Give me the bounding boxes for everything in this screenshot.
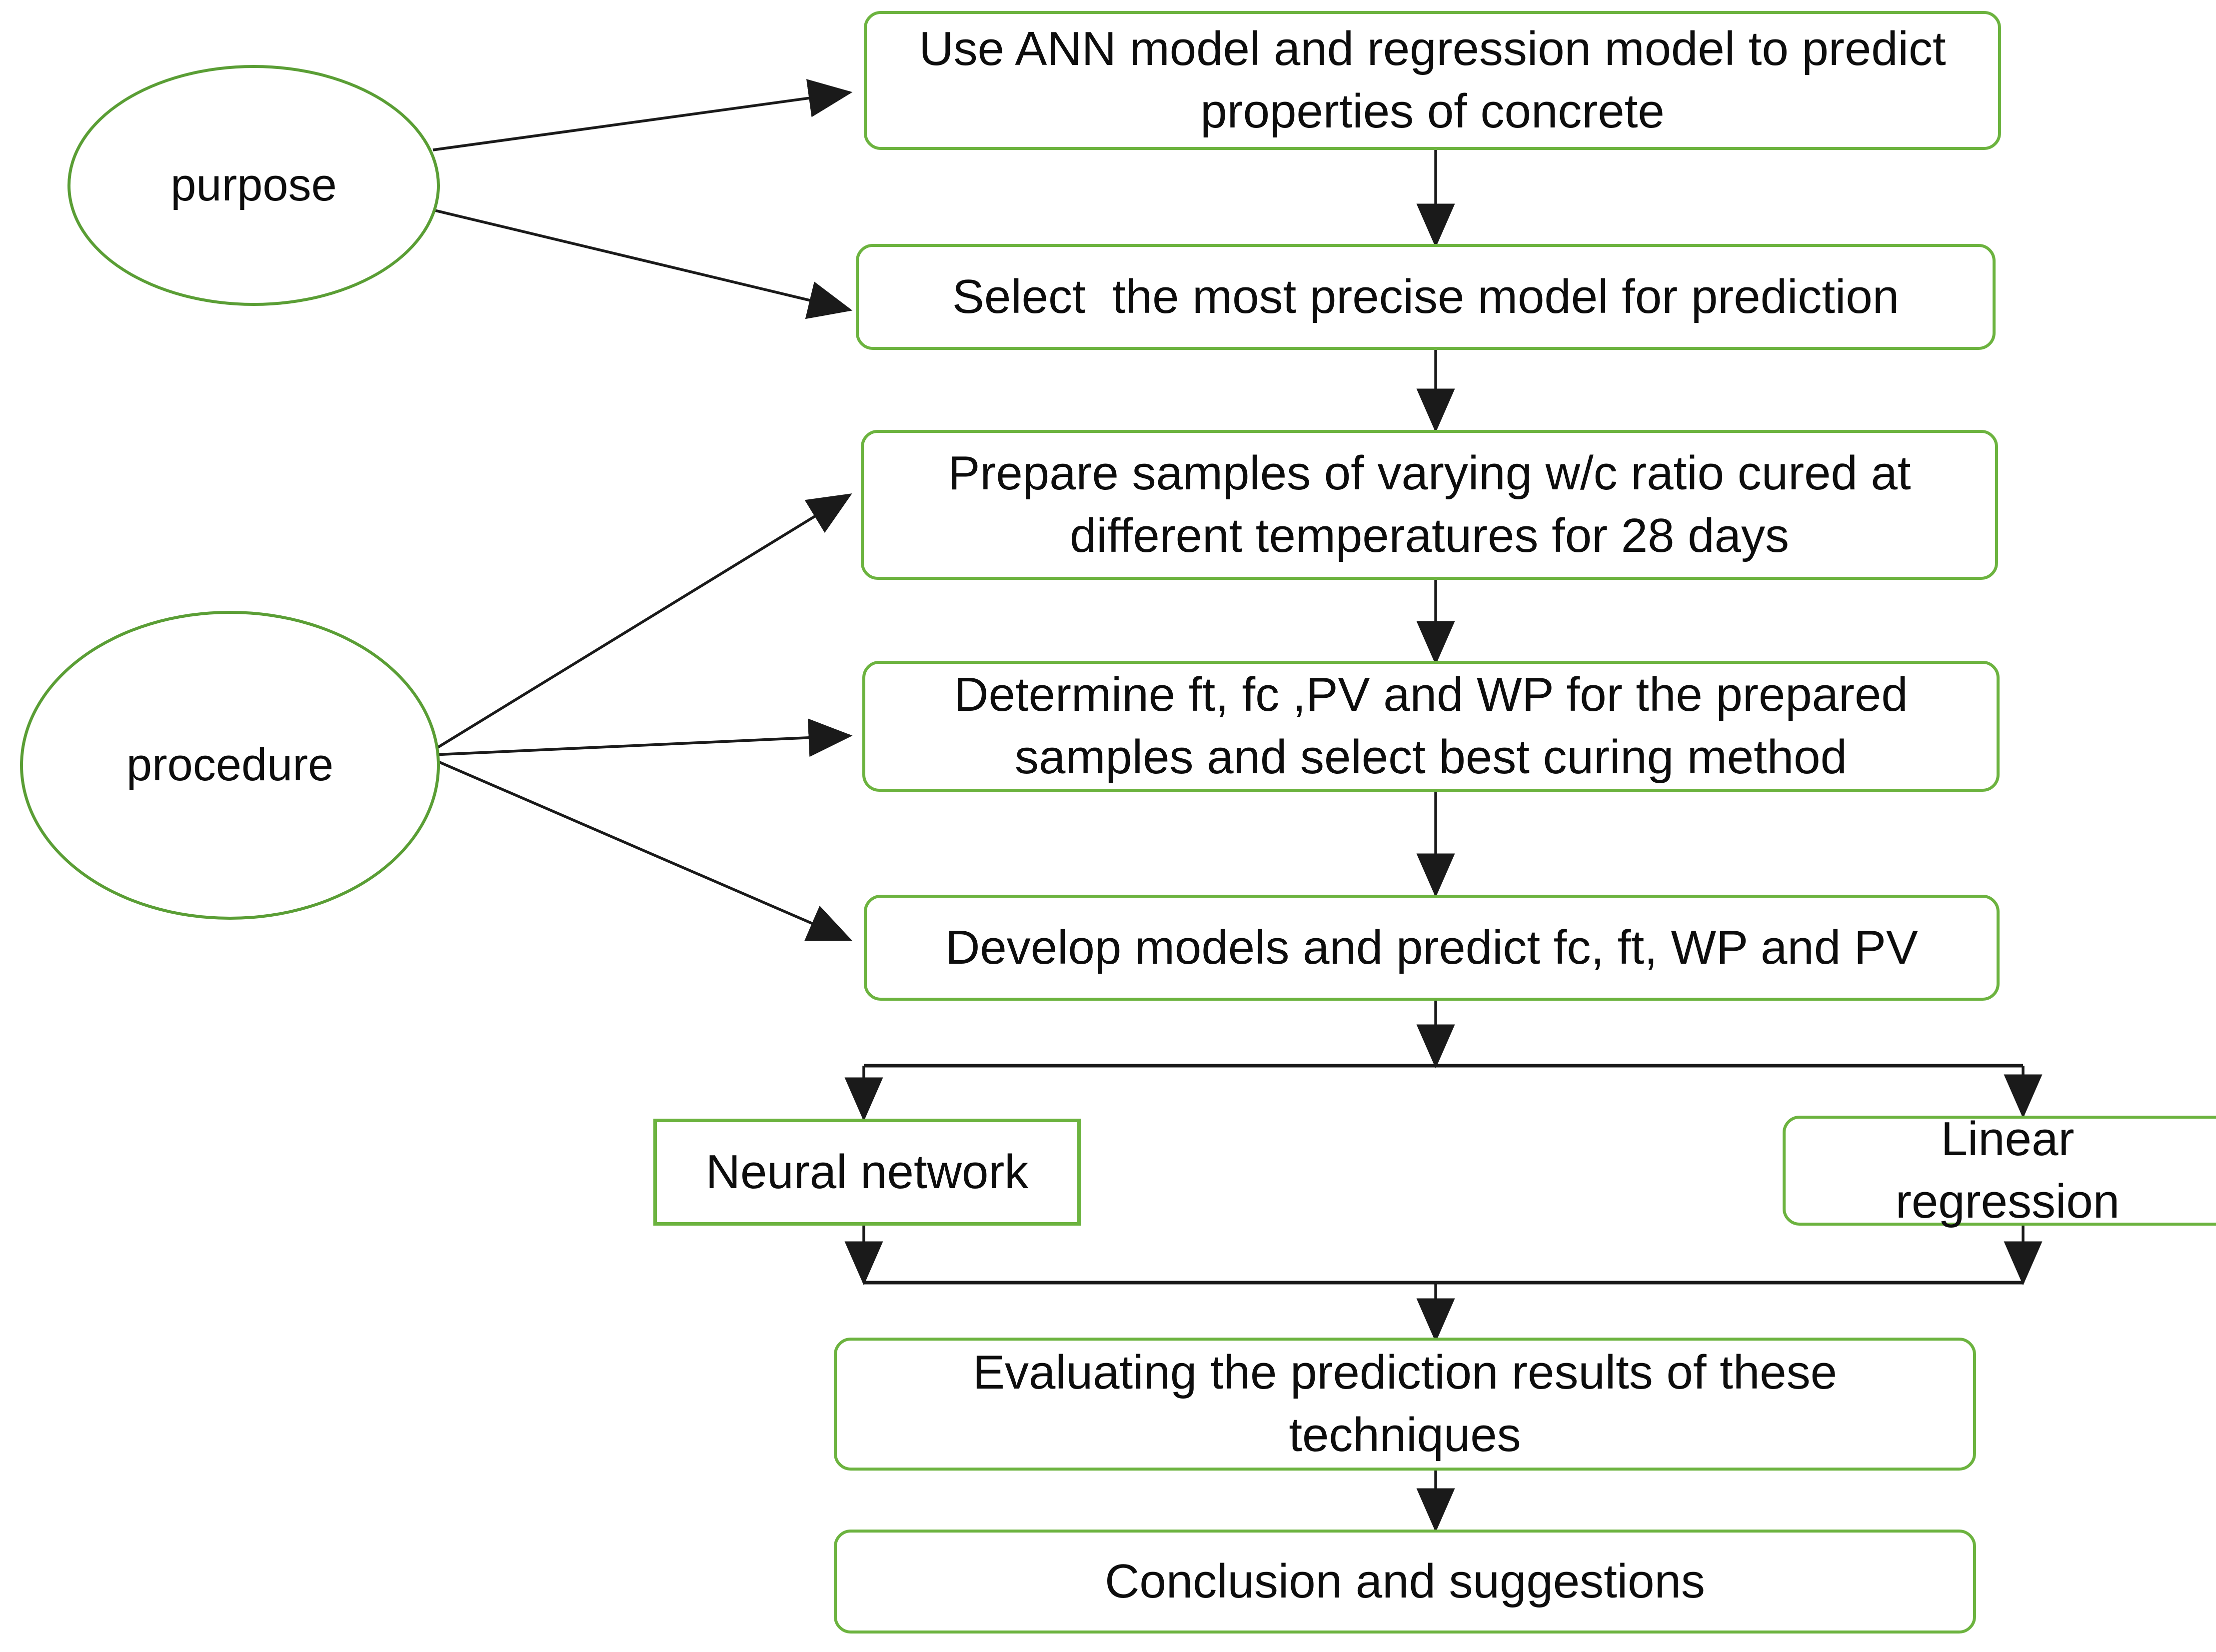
- node-linear-regression[interactable]: Linear regression: [1783, 1112, 2216, 1228]
- node-purpose[interactable]: purpose: [67, 65, 440, 306]
- edge-purpose-to-select: [432, 208, 853, 319]
- node-conclusion[interactable]: Conclusion and suggestions: [834, 1530, 1976, 1634]
- node-select-model-label: Select the most precise model for predic…: [952, 269, 1900, 323]
- node-select-model[interactable]: Select the most precise model for predic…: [856, 244, 1996, 350]
- node-determine-properties-label: Determine ft, fc ,PV and WP for the prep…: [954, 668, 1922, 784]
- node-evaluate-results-label: Evaluating the prediction results of the…: [972, 1346, 1851, 1462]
- node-develop-models[interactable]: Develop models and predict fc, ft, WP an…: [864, 895, 2000, 1001]
- node-predict-properties[interactable]: Use ANN model and regression model to pr…: [864, 11, 2001, 150]
- node-conclusion-label: Conclusion and suggestions: [1105, 1554, 1705, 1608]
- node-procedure[interactable]: procedure: [20, 611, 440, 920]
- node-purpose-label: purpose: [170, 159, 337, 211]
- node-linear-regression-label: Linear regression: [1895, 1112, 2120, 1228]
- edge-purpose-to-predict: [432, 79, 853, 151]
- node-determine-properties[interactable]: Determine ft, fc ,PV and WP for the prep…: [862, 661, 2000, 792]
- node-prepare-samples-label: Prepare samples of varying w/c ratio cur…: [948, 446, 1925, 562]
- edge-procedure-to-determine: [433, 718, 853, 757]
- edge-procedure-to-prepare: [433, 493, 852, 751]
- node-neural-network[interactable]: Neural network: [653, 1119, 1081, 1226]
- node-evaluate-results[interactable]: Evaluating the prediction results of the…: [834, 1338, 1976, 1471]
- node-procedure-label: procedure: [126, 739, 334, 791]
- edge-procedure-to-develop: [433, 758, 853, 941]
- node-develop-models-label: Develop models and predict fc, ft, WP an…: [945, 920, 1918, 974]
- node-predict-properties-label: Use ANN model and regression model to pr…: [919, 22, 1960, 138]
- node-neural-network-label: Neural network: [705, 1145, 1029, 1199]
- node-prepare-samples[interactable]: Prepare samples of varying w/c ratio cur…: [861, 430, 1998, 580]
